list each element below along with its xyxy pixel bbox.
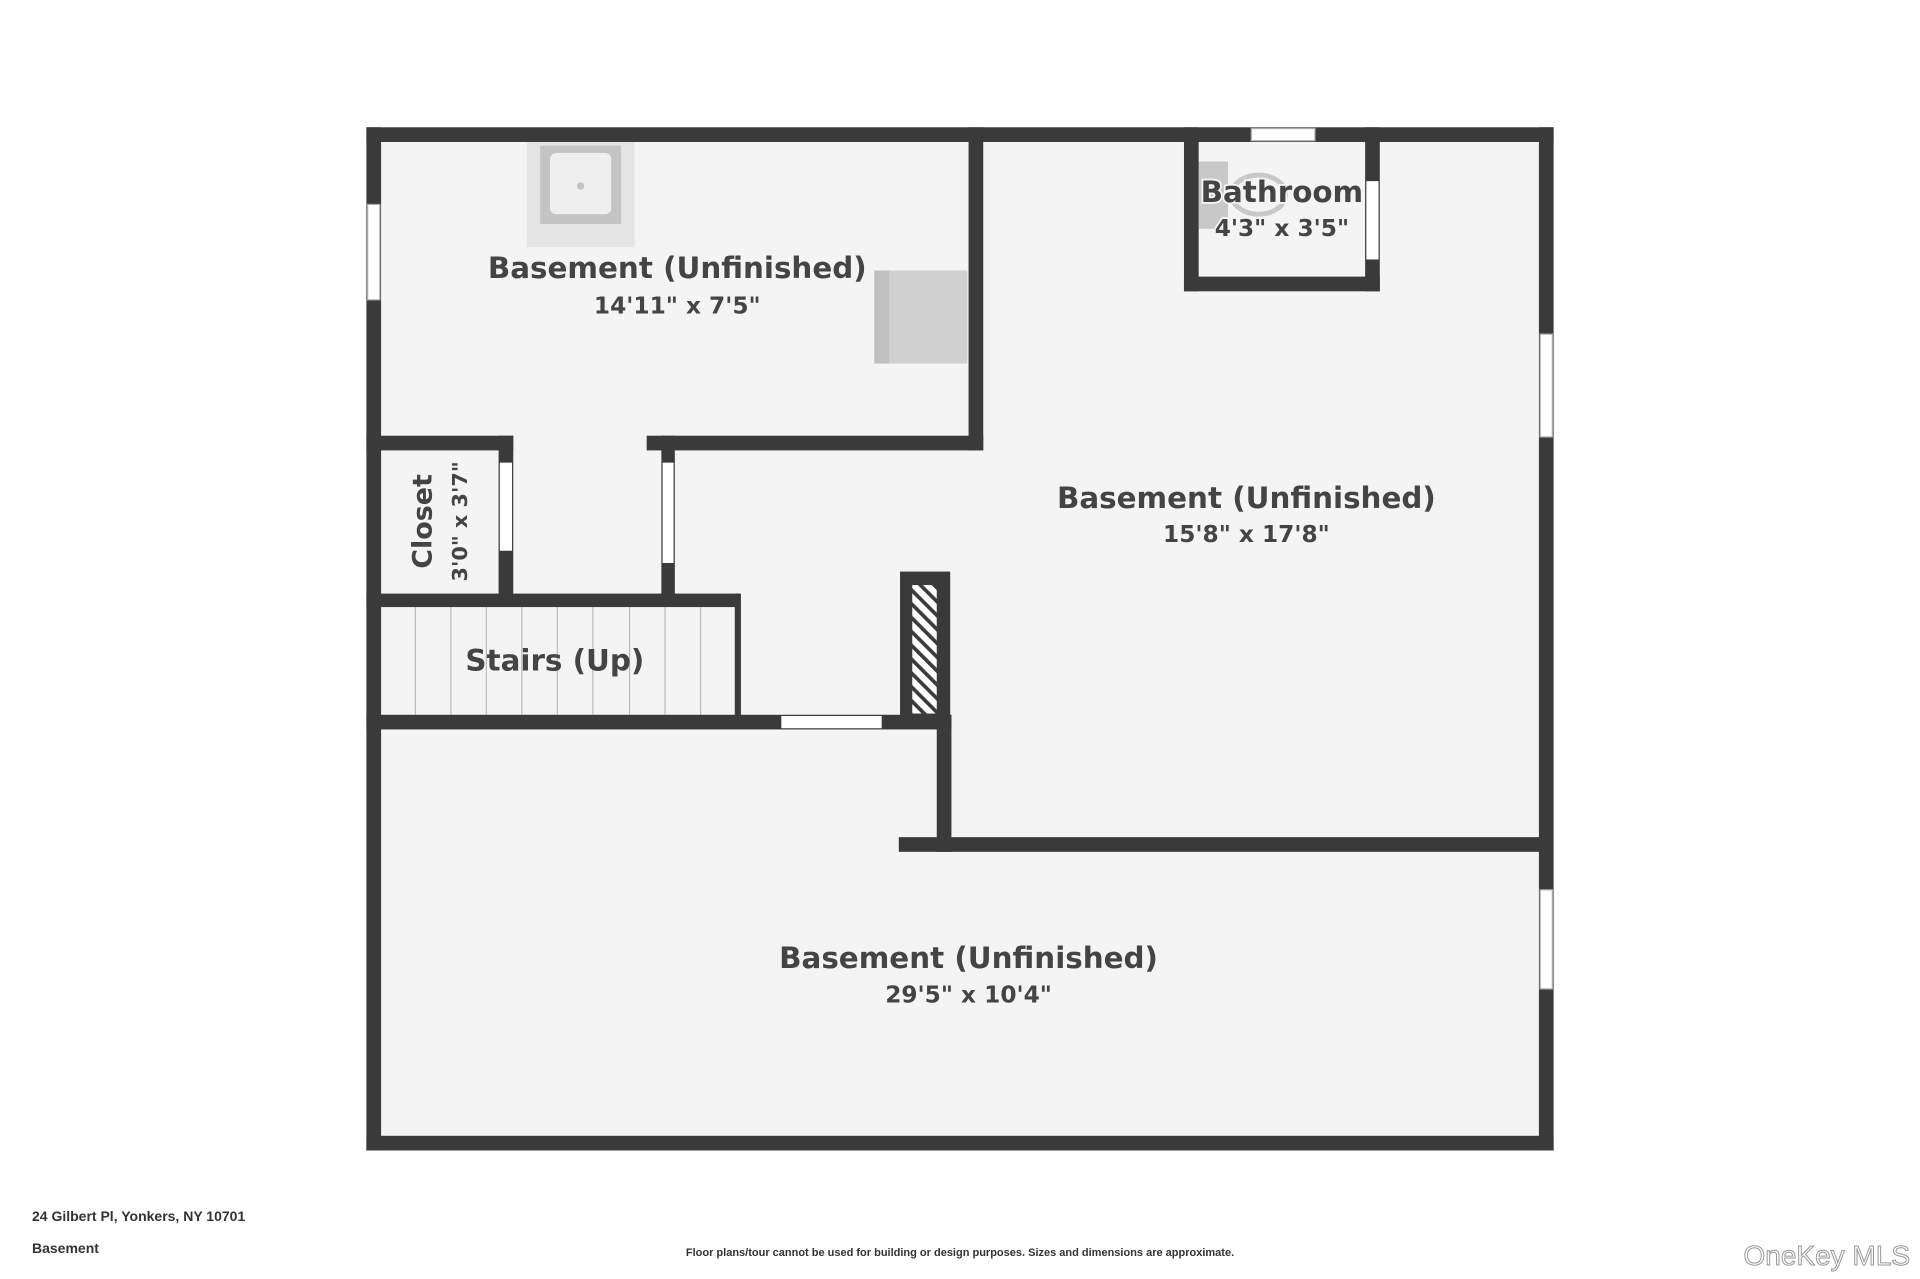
appliance-icon bbox=[874, 270, 968, 364]
bottom-door-opening bbox=[781, 715, 882, 729]
onekey-logo: OneKey MLS bbox=[1743, 1240, 1911, 1272]
room-name: Basement (Unfinished) bbox=[779, 941, 1158, 975]
room-name: Closet bbox=[407, 474, 438, 569]
address: 24 Gilbert Pl, Yonkers, NY 10701 bbox=[32, 1208, 246, 1224]
window-right-lower bbox=[1539, 889, 1553, 990]
room-name: Basement (Unfinished) bbox=[488, 251, 867, 285]
toilet-icon bbox=[1198, 161, 1289, 229]
room-dims: 29'5" x 10'4" bbox=[885, 981, 1052, 1008]
window-right-upper bbox=[1539, 333, 1553, 438]
room-name: Stairs (Up) bbox=[465, 644, 644, 678]
closet-door-opening bbox=[499, 462, 513, 551]
window-left bbox=[367, 203, 381, 301]
room-dims: 3'0" x 3'7" bbox=[448, 461, 472, 581]
room-dims: 14'11" x 7'5" bbox=[594, 292, 761, 319]
windows-doors bbox=[367, 127, 1553, 990]
sink-icon bbox=[526, 141, 635, 248]
room-dims: 4'3" x 3'5" bbox=[1215, 215, 1349, 242]
stairs-icon bbox=[414, 607, 702, 715]
room-name: Basement (Unfinished) bbox=[1057, 481, 1436, 515]
chimney-hatch bbox=[912, 585, 937, 714]
room-name: Bathroom bbox=[1201, 175, 1364, 209]
window-bath-top bbox=[1250, 127, 1316, 142]
bath-door-opening bbox=[1366, 181, 1379, 260]
room-dims: 15'8" x 17'8" bbox=[1163, 521, 1330, 548]
door-opening bbox=[662, 462, 674, 564]
floor-name: Basement bbox=[32, 1240, 99, 1256]
disclaimer: Floor plans/tour cannot be used for buil… bbox=[685, 1247, 1235, 1259]
